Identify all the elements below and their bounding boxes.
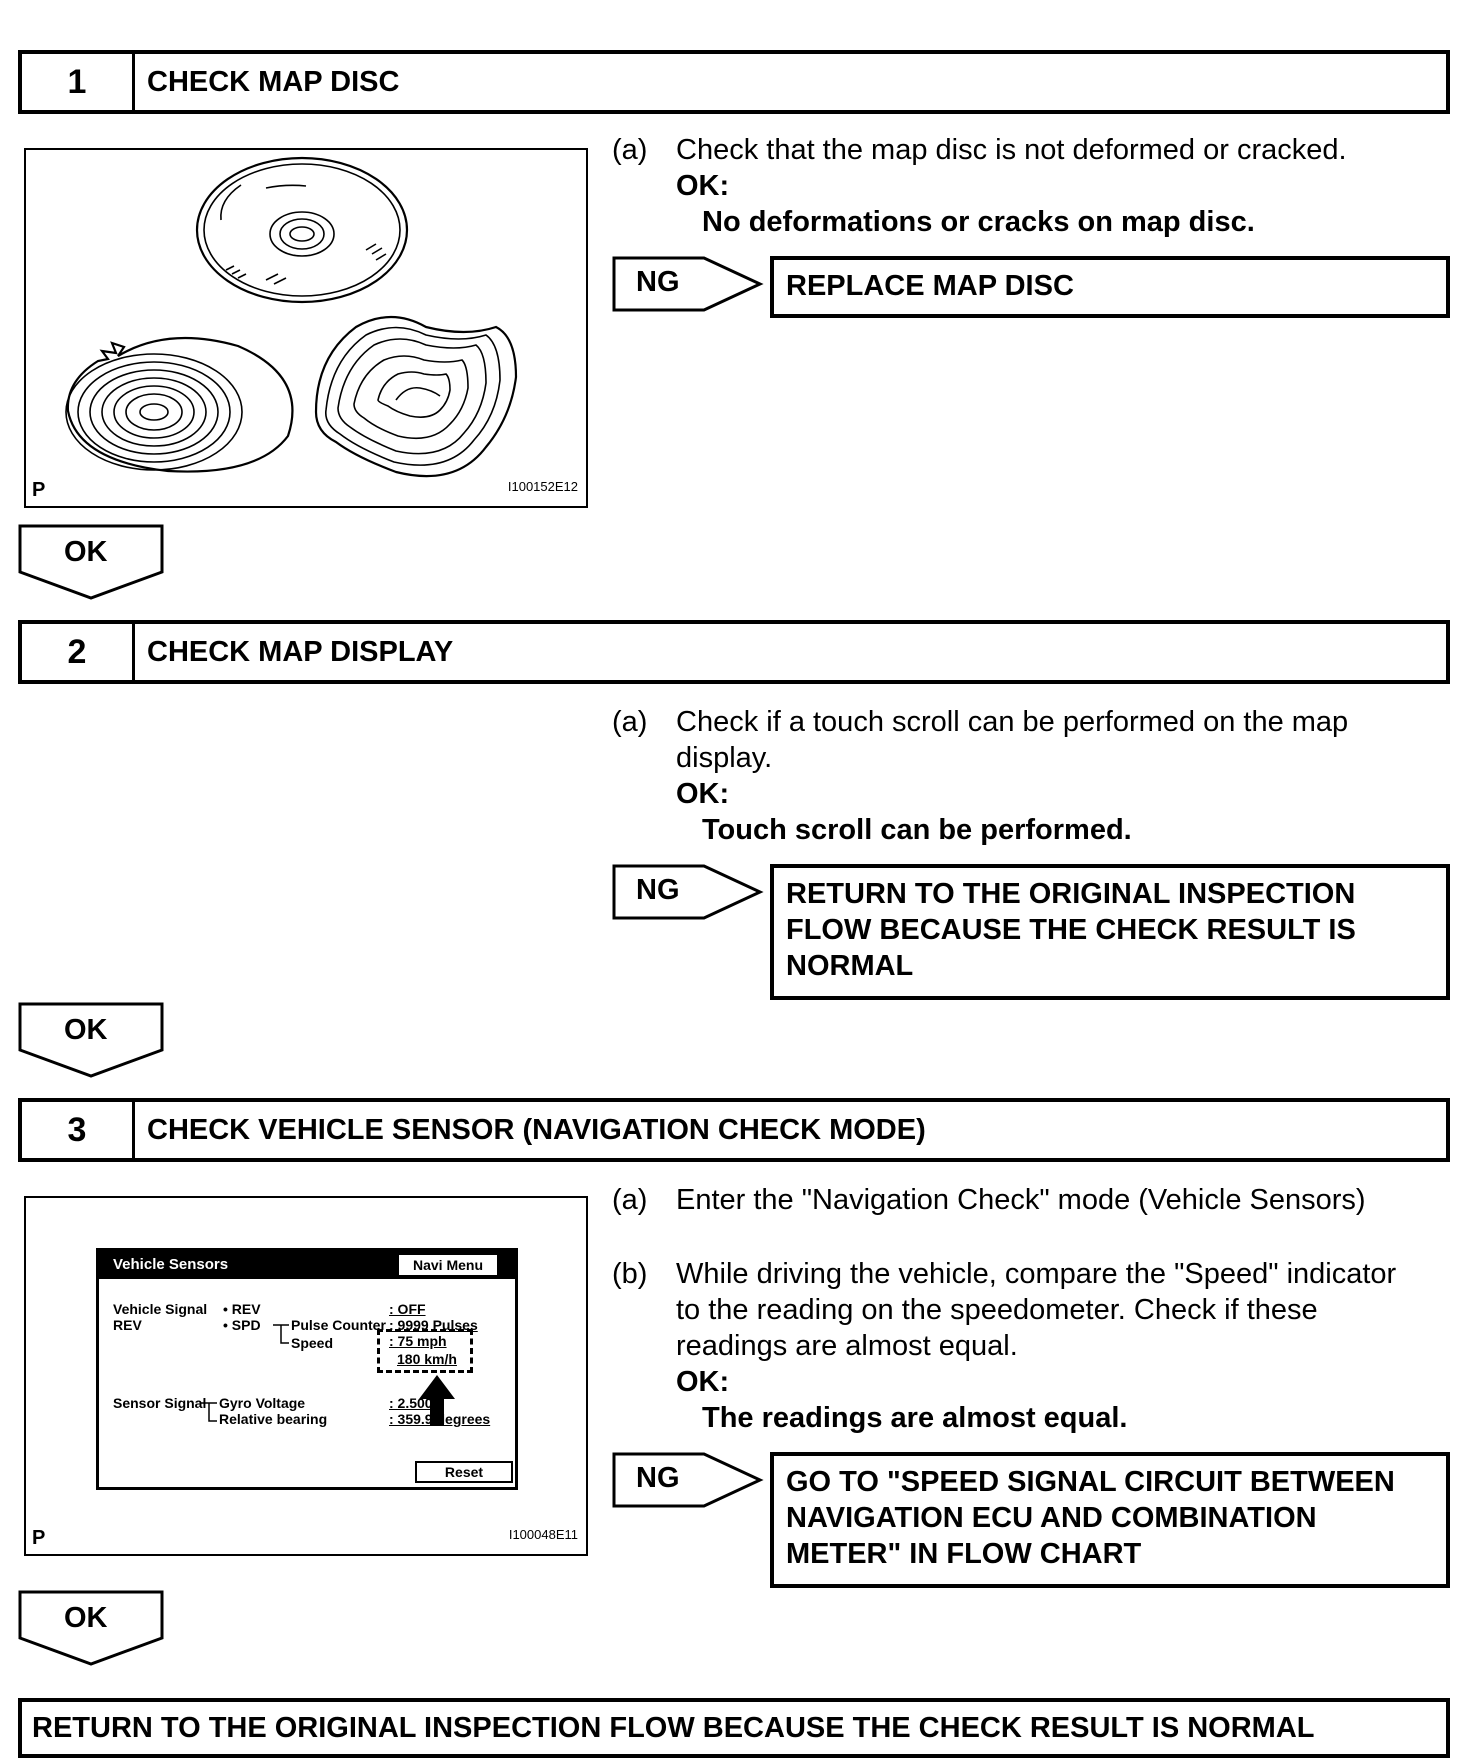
ng-action-box: RETURN TO THE ORIGINAL INSPECTION FLOW B… <box>770 864 1450 1000</box>
ok-arrow-label: OK <box>64 1602 108 1634</box>
instruction-text: Enter the "Navigation Check" mode (Vehic… <box>676 1184 1366 1216</box>
figure-code: I100048E11 <box>508 1527 578 1542</box>
kmh-value: 180 km/h <box>397 1351 457 1367</box>
ng-arrow: NG <box>612 1452 772 1512</box>
instruction-label: (a) <box>612 706 648 738</box>
ng-action-box: REPLACE MAP DISC <box>770 256 1450 318</box>
ng-action-line: REPLACE MAP DISC <box>786 270 1074 302</box>
up-arrow-icon <box>419 1375 455 1425</box>
ng-arrow: NG <box>612 256 772 316</box>
step-title: CHECK MAP DISC <box>147 65 400 98</box>
ng-action-line: RETURN TO THE ORIGINAL INSPECTION <box>786 878 1356 910</box>
step-title: CHECK VEHICLE SENSOR (NAVIGATION CHECK M… <box>147 1113 926 1146</box>
ok-arrow-label: OK <box>64 536 108 568</box>
ok-arrow: OK <box>18 524 168 602</box>
step-title: CHECK MAP DISPLAY <box>147 635 454 668</box>
vehicle-sensors-illustration: Vehicle Sensors Navi Menu Vehicle Signal… <box>24 1196 588 1556</box>
step-1-header: 1 CHECK MAP DISC <box>18 50 1450 114</box>
ng-label: NG <box>636 266 680 298</box>
speed-label: Speed <box>291 1335 334 1351</box>
rev-item: • REV <box>223 1301 261 1317</box>
ok-arrow-label: OK <box>64 1014 108 1046</box>
ng-arrow-icon <box>612 864 764 920</box>
figure-code: I100152E12 <box>507 479 578 494</box>
navi-menu-button: Navi Menu <box>399 1255 497 1275</box>
instruction-text: Check that the map disc is not deformed … <box>676 134 1347 166</box>
step-number: 1 <box>22 54 135 110</box>
ng-action-line: FLOW BECAUSE THE CHECK RESULT IS <box>786 914 1356 946</box>
ok-criteria: The readings are almost equal. <box>702 1402 1128 1434</box>
ok-criteria: Touch scroll can be performed. <box>702 814 1132 846</box>
ok-label: OK: <box>676 778 730 810</box>
final-result-text: RETURN TO THE ORIGINAL INSPECTION FLOW B… <box>32 1711 1315 1744</box>
sensor-bracket <box>201 1402 217 1422</box>
screen-title: Vehicle Sensors <box>113 1256 229 1273</box>
damaged-discs-drawing <box>65 156 518 478</box>
ok-arrow-icon <box>18 1002 164 1078</box>
relative-bearing-label: Relative bearing <box>219 1411 328 1427</box>
figure-mark: P <box>32 1527 46 1549</box>
reset-button: Reset <box>415 1461 513 1483</box>
screen-header: Vehicle Sensors Navi Menu <box>99 1251 515 1279</box>
ng-action-line: NORMAL <box>786 950 914 982</box>
ok-criteria: No deformations or cracks on map disc. <box>702 206 1255 238</box>
ng-arrow-icon <box>612 1452 764 1508</box>
speed-highlight-box <box>377 1329 473 1373</box>
rev-group-label: REV <box>113 1317 142 1333</box>
ok-label: OK: <box>676 170 730 202</box>
map-disc-illustration: P I100152E12 <box>24 148 588 508</box>
spd-item: • SPD <box>223 1317 261 1333</box>
instruction-label: (a) <box>612 1184 648 1216</box>
instruction-text: Check if a touch scroll can be performed… <box>676 706 1349 738</box>
step-number: 2 <box>22 624 135 680</box>
instruction-text: readings are almost equal. <box>676 1330 1018 1362</box>
ng-label: NG <box>636 1462 680 1494</box>
ng-arrow: NG <box>612 864 772 924</box>
instruction-label: (b) <box>612 1258 648 1290</box>
ng-action-line: METER" IN FLOW CHART <box>786 1538 1142 1570</box>
pulse-counter-label: Pulse Counter <box>291 1317 386 1333</box>
step-3-header: 3 CHECK VEHICLE SENSOR (NAVIGATION CHECK… <box>18 1098 1450 1162</box>
final-result-box: RETURN TO THE ORIGINAL INSPECTION FLOW B… <box>18 1698 1450 1758</box>
figure-mark: P <box>32 479 46 501</box>
instruction-text: to the reading on the speedometer. Check… <box>676 1294 1318 1326</box>
ok-arrow: OK <box>18 1002 168 1080</box>
step-number: 3 <box>22 1102 135 1158</box>
instruction-text: While driving the vehicle, compare the "… <box>676 1258 1397 1290</box>
vehicle-signal-label: Vehicle Signal <box>113 1301 208 1317</box>
instruction-text: display. <box>676 742 773 774</box>
ok-arrow: OK <box>18 1590 168 1668</box>
spd-bracket <box>273 1324 289 1344</box>
vehicle-sensors-screen: Vehicle Sensors Navi Menu Vehicle Signal… <box>96 1248 518 1490</box>
ok-label: OK: <box>676 1366 730 1398</box>
ok-arrow-icon <box>18 524 164 600</box>
ng-action-line: GO TO "SPEED SIGNAL CIRCUIT BETWEEN <box>786 1466 1395 1498</box>
ok-arrow-icon <box>18 1590 164 1666</box>
instruction-label: (a) <box>612 134 648 166</box>
ng-action-box: GO TO "SPEED SIGNAL CIRCUIT BETWEEN NAVI… <box>770 1452 1450 1588</box>
ng-label: NG <box>636 874 680 906</box>
rev-value: : OFF <box>389 1301 426 1317</box>
gyro-voltage-label: Gyro Voltage <box>219 1395 306 1411</box>
mph-value: : 75 mph <box>389 1333 447 1349</box>
step-2-header: 2 CHECK MAP DISPLAY <box>18 620 1450 684</box>
ng-arrow-icon <box>612 256 764 312</box>
ng-action-line: NAVIGATION ECU AND COMBINATION <box>786 1502 1317 1534</box>
sensor-signal-label: Sensor Signal <box>113 1395 207 1411</box>
